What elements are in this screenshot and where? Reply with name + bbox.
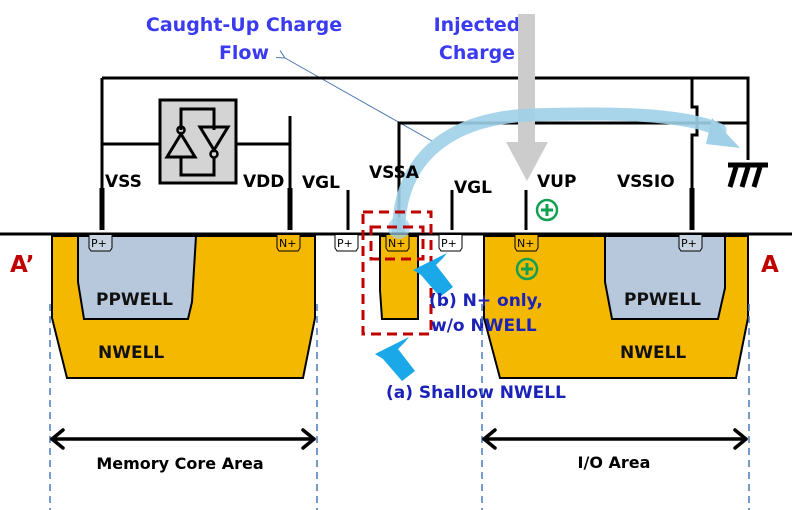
positive-charge-icon: [535, 198, 559, 222]
p-plus-label: P+: [441, 237, 457, 250]
positive-charge-icon: [515, 257, 539, 281]
charge-flow-arrow: [392, 107, 740, 255]
area-boundary-lines: [49, 304, 750, 510]
ppwell-right: [604, 235, 726, 320]
callout-a-text: (a) Shallow NWELL: [386, 383, 566, 403]
vgl-left-label: VGL: [302, 173, 340, 193]
ppwell-left: [77, 235, 198, 320]
ground-icon: [727, 162, 768, 188]
ppwell-right-label: PPWELL: [624, 290, 701, 310]
annotation-pointer-arrow: [285, 58, 433, 142]
n-plus-diffusion: [385, 235, 410, 252]
vssa-label: VSSA: [369, 163, 420, 183]
ppwell-left-label: PPWELL: [96, 290, 173, 310]
section-label-a: A: [761, 252, 779, 278]
n-plus-diffusion: [514, 235, 539, 252]
callout-arrow-a: [375, 337, 415, 381]
injected-charge-arrow: [506, 14, 548, 181]
callout-b-line1: (b) N+ only,: [429, 291, 543, 311]
inverter-down-icon: [197, 125, 231, 153]
vgl-right-label: VGL: [454, 178, 492, 198]
memory-core-area-label: Memory Core Area: [96, 454, 263, 473]
highlight-box-n-plus-only: [369, 225, 425, 261]
caught-up-charge-title: Caught-Up Charge: [146, 14, 342, 36]
vdd-label: VDD: [243, 172, 284, 192]
nwell-left-label: NWELL: [98, 343, 164, 363]
n-plus-label: N+: [388, 237, 405, 250]
injected-charge-title: Injected: [434, 14, 521, 36]
outer-rail-wire: [102, 76, 750, 160]
caught-up-charge-title-line2: Flow: [219, 42, 269, 64]
latch-cell: [158, 98, 238, 185]
nwell-right-label: NWELL: [620, 343, 686, 363]
p-plus-diffusion: [678, 235, 703, 252]
p-plus-diffusion: [334, 235, 359, 252]
injected-charge-title-line2: Charge: [439, 42, 515, 64]
io-area-label: I/O Area: [578, 453, 651, 472]
p-plus-diffusion: [88, 235, 113, 252]
inverter-up-icon: [164, 131, 198, 159]
p-plus-diffusion: [438, 235, 463, 252]
callout-b-line2: w/o NWELL: [431, 316, 537, 336]
vss-label: VSS: [105, 172, 142, 192]
callout-arrow-b: [413, 253, 453, 297]
memory-core-dimension-arrow: [50, 428, 316, 450]
vup-label: VUP: [537, 172, 576, 192]
vssio-label: VSSIO: [617, 172, 675, 192]
shallow-nwell-column: [379, 235, 419, 320]
n-plus-diffusion: [276, 235, 301, 252]
p-plus-label: P+: [681, 237, 697, 250]
p-plus-label: P+: [337, 237, 353, 250]
n-plus-label: N+: [279, 237, 296, 250]
section-label-a-prime: A’: [10, 252, 34, 278]
p-plus-label: P+: [91, 237, 107, 250]
n-plus-label: N+: [517, 237, 534, 250]
io-dimension-arrow: [482, 428, 748, 450]
